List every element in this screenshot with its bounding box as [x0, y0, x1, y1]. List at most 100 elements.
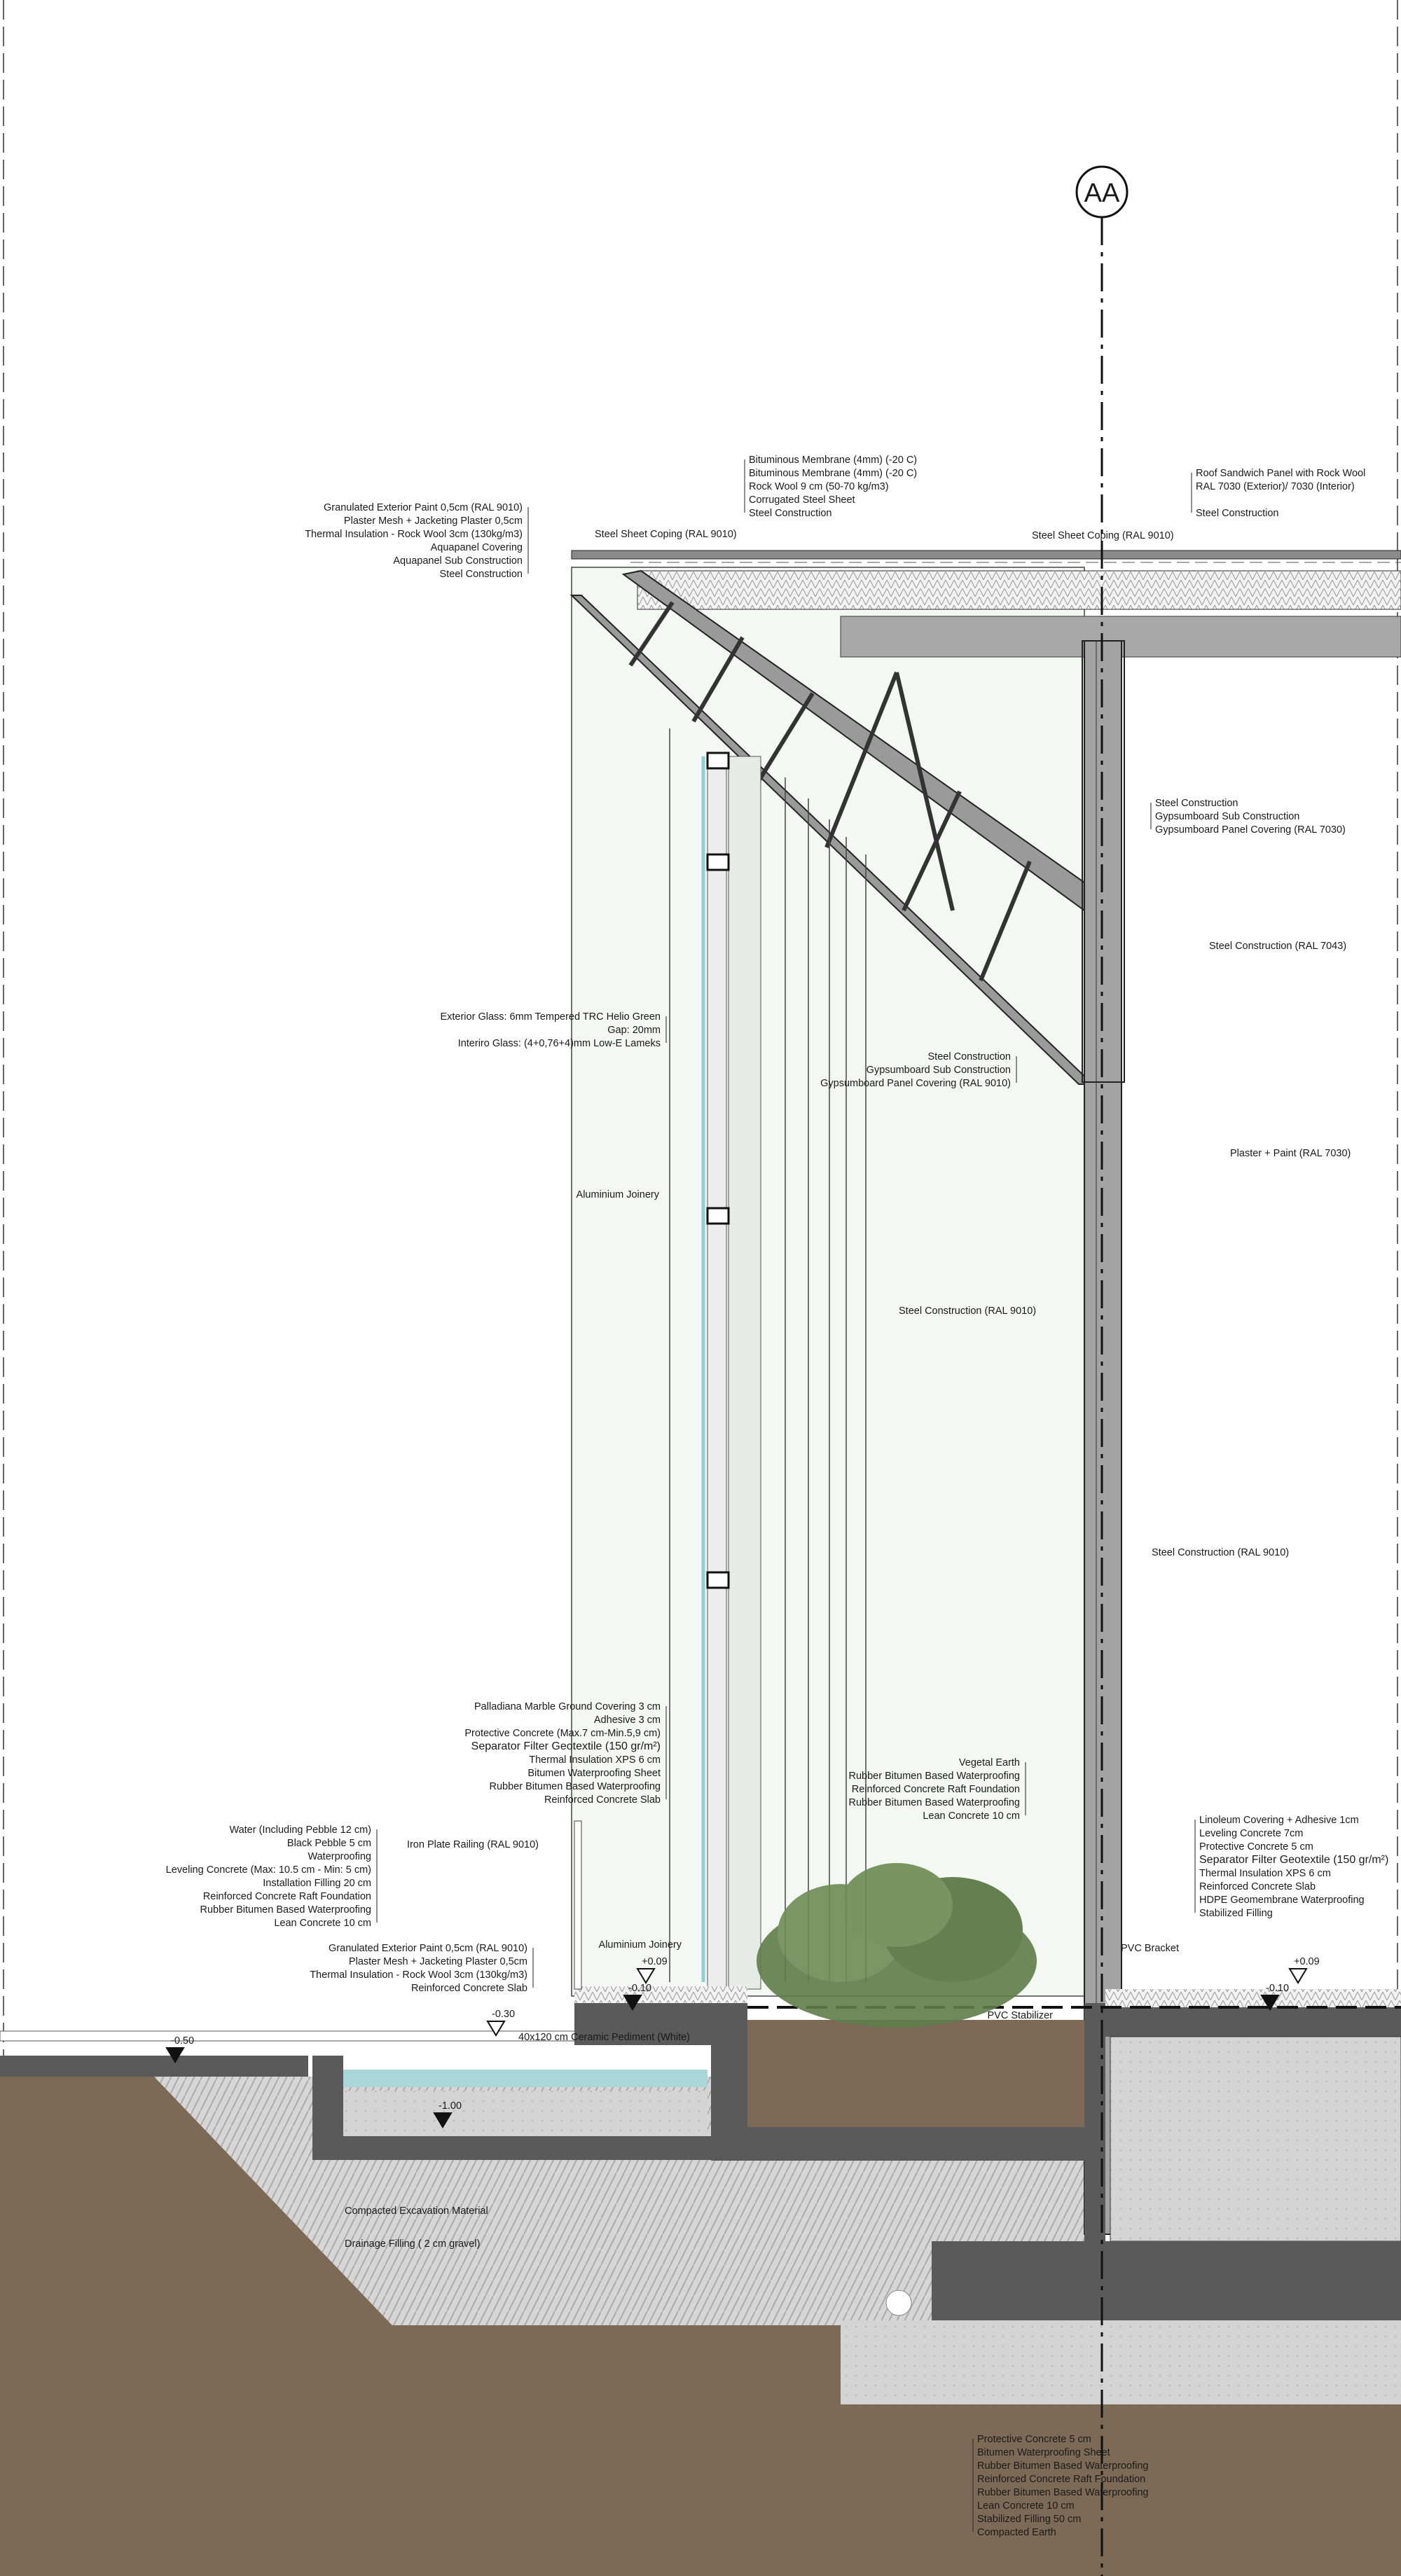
level-triangle-icon	[636, 1968, 656, 1984]
callout-text: Installation Filling 20 cm	[263, 1878, 371, 1889]
callout-text: Steel Construction	[1155, 798, 1238, 809]
callout-text: Rubber Bitumen Based Waterproofing	[200, 1904, 371, 1916]
callout-text: Bituminous Membrane (4mm) (-20 C)	[749, 468, 917, 479]
callout-text: Rubber Bitumen Based Waterproofing	[977, 2460, 1148, 2472]
callout-joinery-mid: Aluminium Joinery	[577, 1189, 660, 1200]
callout-text: Exterior Glass: 6mm Tempered TRC Helio G…	[440, 1011, 661, 1023]
callout-text: Gypsumboard Panel Covering (RAL 9010)	[820, 1078, 1011, 1089]
floor-build-up-left	[574, 1986, 747, 2003]
callout-text: Black Pebble 5 cm	[287, 1838, 371, 1849]
stabilized-filling	[841, 2320, 1401, 2404]
callout-labels: Granulated Exterior Paint 0,5cm (RAL 901…	[166, 455, 1389, 2538]
callout-pvc-bracket: PVC Bracket	[1121, 1943, 1179, 1954]
callout-text: Iron Plate Railing (RAL 9010)	[407, 1839, 539, 1850]
mullion	[707, 756, 727, 1990]
callout-wall-top: Granulated Exterior Paint 0,5cm (RAL 901…	[305, 502, 529, 580]
callout-text: Reinforced Concrete Slab	[544, 1794, 661, 1806]
shrub	[757, 1863, 1037, 2028]
callout-text: Steel Sheet Coping (RAL 9010)	[1032, 530, 1174, 541]
glass-clamps	[706, 752, 730, 1589]
callout-text: Steel Construction (RAL 9010)	[1152, 1547, 1289, 1558]
level-label: -1.00	[439, 2100, 462, 2112]
callout-text: Compacted Excavation Material	[345, 2205, 488, 2217]
callout-text: Linoleum Covering + Adhesive 1cm	[1199, 1815, 1359, 1826]
callout-text: Thermal Insulation - Rock Wool 3cm (130k…	[310, 1969, 527, 1981]
callout-text: Aquapanel Covering	[431, 542, 523, 553]
exterior-slab	[0, 2056, 308, 2077]
callout-text: Steel Construction	[749, 508, 831, 519]
level-marker: +0.09	[1288, 1956, 1320, 1984]
level-label: -0.50	[171, 2035, 194, 2047]
earth-left	[0, 2077, 392, 2325]
callout-text: Leveling Concrete (Max: 10.5 cm - Min: 5…	[166, 1864, 371, 1876]
callout-wall-bottom: Granulated Exterior Paint 0,5cm (RAL 901…	[310, 1943, 534, 1994]
callout-text: Aluminium Joinery	[577, 1189, 660, 1200]
level-triangle-icon	[433, 2112, 453, 2128]
pool-basin	[312, 2017, 747, 2160]
callout-text: Stabilized Filling 50 cm	[977, 2514, 1081, 2525]
callout-glass: Exterior Glass: 6mm Tempered TRC Helio G…	[440, 1011, 667, 1049]
level-triangle-icon	[1260, 1995, 1280, 2011]
planter-raft	[711, 2127, 1084, 2161]
callout-text: Reinforced Concrete Raft Foundation	[203, 1891, 371, 1902]
callout-text: Protective Concrete 5 cm	[1199, 1841, 1313, 1853]
callout-text: PVC Bracket	[1121, 1943, 1179, 1954]
roof-coping	[571, 550, 1401, 560]
callout-text: Roof Sandwich Panel with Rock Wool	[1196, 468, 1365, 479]
callout-text: Steel Construction	[928, 1051, 1011, 1062]
level-markers: +0.09-0.10-0.30-0.50-1.00+0.09-0.10	[165, 1956, 1320, 2128]
callout-text: Granulated Exterior Paint 0,5cm (RAL 901…	[329, 1943, 527, 1954]
callout-column-lower: Steel Construction (RAL 9010)	[1152, 1547, 1289, 1558]
glazed-volume	[571, 567, 1085, 1997]
callout-text: Reinforced Concrete Raft Foundation	[852, 1784, 1020, 1795]
callout-text: Corrugated Steel Sheet	[749, 494, 855, 506]
callout-text: Bituminous Membrane (4mm) (-20 C)	[749, 455, 917, 466]
callout-text: Bitumen Waterproofing Sheet	[527, 1768, 661, 1779]
callout-text: Thermal Insulation XPS 6 cm	[1199, 1868, 1331, 1879]
callout-text: Steel Construction (RAL 9010)	[899, 1306, 1036, 1317]
callout-text: Leveling Concrete 7cm	[1199, 1828, 1303, 1839]
level-label: -0.30	[492, 2009, 515, 2020]
callout-text: Vegetal Earth	[959, 1757, 1020, 1768]
callout-text: Lean Concrete 10 cm	[977, 2500, 1075, 2512]
truss-web	[628, 601, 1032, 982]
callout-fins: Steel Construction (RAL 9010)	[899, 1306, 1036, 1317]
callout-text: Lean Concrete 10 cm	[923, 1810, 1020, 1822]
floor-slab-right	[1105, 2007, 1401, 2037]
callout-pvc-stabilizer: PVC Stabilizer	[988, 2010, 1054, 2021]
section-marker-label: AA	[1084, 179, 1120, 208]
vertical-fins	[669, 728, 867, 1982]
level-triangle-icon	[165, 2047, 185, 2063]
level-label: +0.09	[1294, 1956, 1320, 1967]
callout-soil-drainage: Drainage Filling ( 2 cm gravel)	[345, 2238, 480, 2250]
callout-coping-left: Steel Sheet Coping (RAL 9010)	[595, 529, 737, 540]
callout-text: Steel Construction	[1196, 508, 1278, 519]
callout-text: HDPE Geomembrane Waterproofing	[1199, 1895, 1365, 1906]
callout-text: Steel Construction (RAL 7043)	[1209, 941, 1346, 952]
callout-text: Steel Construction	[440, 569, 523, 580]
pool-filling	[343, 2091, 708, 2136]
callout-text: Rubber Bitumen Based Waterproofing	[849, 1771, 1020, 1782]
callout-text: Compacted Earth	[977, 2527, 1056, 2538]
callout-text: Aquapanel Sub Construction	[393, 555, 523, 567]
callout-text: Gypsumboard Sub Construction	[1155, 811, 1299, 822]
callout-pool: Water (Including Pebble 12 cm)Black Pebb…	[166, 1824, 378, 1929]
callout-beam-7043: Steel Construction (RAL 7043)	[1209, 941, 1346, 952]
callout-joinery-bottom: Aluminium Joinery	[599, 1939, 682, 1951]
level-triangle-icon	[623, 1995, 642, 2011]
callout-text: Rock Wool 9 cm (50-70 kg/m3)	[749, 481, 889, 492]
callout-text: Aluminium Joinery	[599, 1939, 682, 1951]
callout-text: PVC Stabilizer	[988, 2010, 1054, 2021]
callout-soil-excavation: Compacted Excavation Material	[345, 2205, 488, 2217]
callout-text: Granulated Exterior Paint 0,5cm (RAL 901…	[324, 502, 523, 513]
drain-pipe	[885, 2290, 912, 2316]
callout-text: Plaster + Paint (RAL 7030)	[1230, 1148, 1351, 1159]
planter-earth	[747, 2020, 1084, 2127]
floor-build-up-right	[1105, 1989, 1401, 2007]
callout-text: 40x120 cm Ceramic Pediment (White)	[518, 2032, 690, 2043]
callout-text: Rubber Bitumen Based Waterproofing	[490, 1781, 661, 1792]
callout-text: Protective Concrete 5 cm	[977, 2434, 1091, 2445]
